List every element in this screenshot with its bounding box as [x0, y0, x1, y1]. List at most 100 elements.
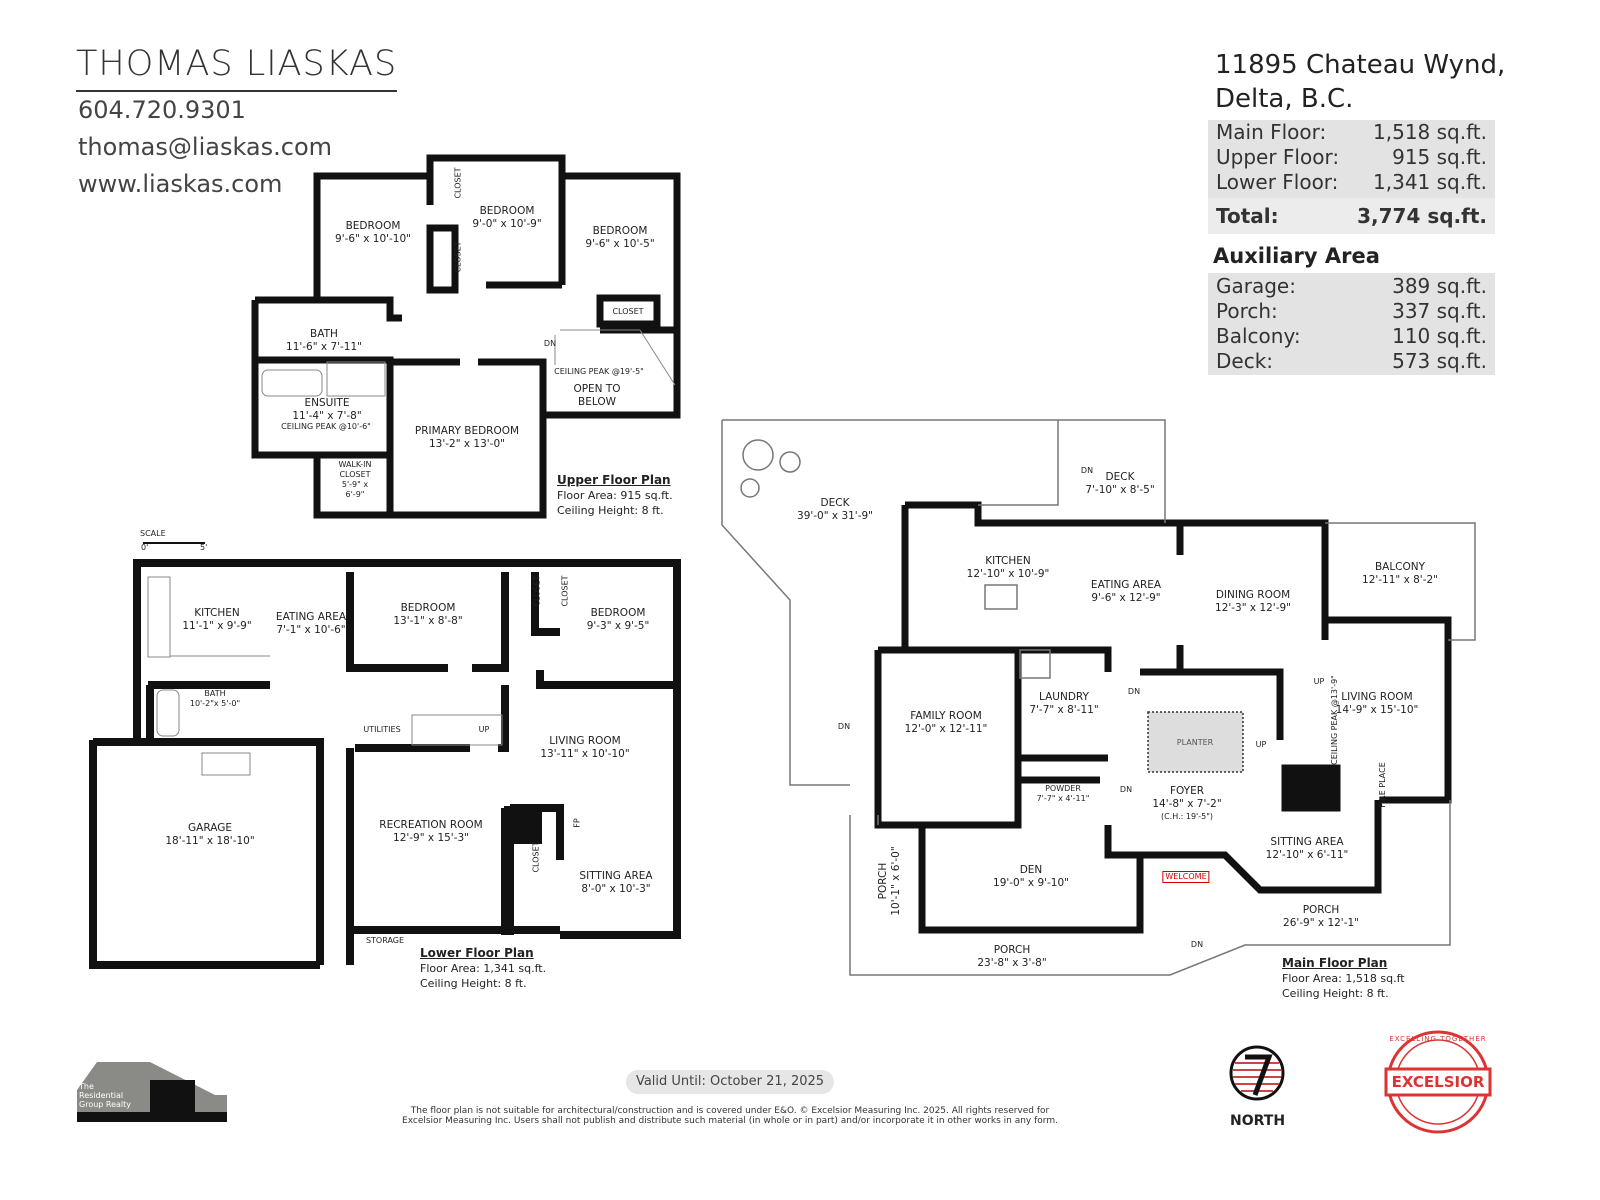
closet-label: CLOSET — [453, 167, 463, 199]
aux-label: Deck: — [1216, 349, 1274, 373]
stairs-down-label: DN — [837, 722, 851, 731]
room-name: OPEN TO BELOW — [573, 383, 621, 408]
stairs-down-label: DN — [1119, 785, 1133, 794]
stairs-up-label: UP — [1313, 677, 1325, 686]
agent-email[interactable]: thomas@liaskas.com — [78, 133, 333, 161]
scale-zero: 0' — [141, 543, 149, 552]
room-dimensions: 12'-10" x 6'-11" — [1265, 849, 1349, 861]
ceiling-peak-note: CEILING PEAK @10'-6" — [281, 422, 371, 431]
main-floor-walls — [874, 501, 1452, 934]
closet-label: CLOSET — [612, 307, 644, 316]
room-dimensions: 39'-0" x 31'-9" — [797, 510, 873, 522]
area-value: 1,341 sq.ft. — [1373, 170, 1487, 194]
stairs-down-label: DN — [543, 339, 557, 348]
room-dimensions: 18'-11" x 18'-10" — [165, 835, 255, 847]
area-row-total: Total:3,774 sq.ft. — [1208, 198, 1495, 234]
room-dimensions: 7'-10" x 8'-5" — [1085, 484, 1155, 496]
disclaimer: The floor plan is not suitable for archi… — [402, 1106, 1058, 1126]
room-dimensions: 10'-2"x 5'-0" — [189, 699, 241, 708]
address-line2: Delta, B.C. — [1215, 84, 1354, 114]
north-icon — [1229, 1045, 1285, 1101]
room-name: SITTING AREA — [1270, 836, 1344, 848]
aux-row-balcony: Balcony:110 sq.ft. — [1208, 324, 1495, 349]
area-label: Lower Floor: — [1216, 170, 1339, 194]
agent-website[interactable]: www.liaskas.com — [78, 170, 283, 198]
room-name: PORCH — [877, 862, 889, 900]
brokerage-logo-text: The Residential Group Realty — [79, 1082, 132, 1109]
room-name: ENSUITE — [304, 397, 350, 409]
room-name: KITCHEN — [985, 555, 1031, 567]
room-name: FOYER — [1169, 785, 1205, 797]
room-dimensions: 11'-6" x 7'-11" — [286, 341, 362, 353]
stairs-down-label: DN — [1190, 940, 1204, 949]
room-label: OPEN TO BELOW — [567, 383, 627, 409]
room-dimensions: 11'-1" x 9'-9" — [182, 620, 252, 632]
address-line1: 11895 Chateau Wynd, — [1215, 50, 1506, 80]
stairs-up-label: UP — [478, 725, 490, 734]
area-label: Main Floor: — [1216, 120, 1327, 144]
room-name: BEDROOM — [590, 607, 646, 619]
room-name: BEDROOM — [479, 205, 535, 217]
upper-floor-fixtures — [261, 329, 676, 397]
closet-label: CLOSET — [531, 841, 541, 873]
aux-label: Garage: — [1216, 274, 1296, 298]
aux-label: Porch: — [1216, 299, 1278, 323]
room-name: LAUNDRY — [1039, 691, 1089, 703]
room-dimensions: 11'-4" x 7'-8" — [292, 410, 362, 422]
utilities-label: UTILITIES — [363, 725, 401, 734]
planter-label: PLANTER — [1176, 738, 1214, 747]
room-name: GARAGE — [188, 822, 232, 834]
room-dimensions: 23'-8" x 3'-8" — [977, 957, 1047, 969]
excelsior-logo-seal — [1384, 1030, 1492, 1134]
room-dimensions: 7'-7" x 4'-11" — [1036, 794, 1090, 803]
agent-phone[interactable]: 604.720.9301 — [78, 96, 246, 124]
room-name: WALK-IN CLOSET — [338, 460, 372, 479]
aux-row-deck: Deck:573 sq.ft. — [1208, 349, 1495, 374]
room-name: BATH — [310, 328, 338, 340]
room-dimensions: 7'-7" x 8'-11" — [1029, 704, 1099, 716]
aux-row-porch: Porch:337 sq.ft. — [1208, 299, 1495, 324]
room-dimensions: 12'-11" x 8'-2" — [1362, 574, 1438, 586]
aux-value: 389 sq.ft. — [1392, 274, 1487, 298]
storage-label: STORAGE — [365, 936, 405, 945]
room-name: LIVING ROOM — [1341, 691, 1413, 703]
ceiling-height-note: (C.H.: 19'-5") — [1160, 812, 1214, 821]
room-dimensions: 19'-0" x 9'-10" — [993, 877, 1069, 889]
room-dimensions: 13'-11" x 10'-10" — [540, 748, 630, 760]
room-dimensions: 10'-1" x 6'-0" — [890, 846, 902, 916]
room-name: BEDROOM — [345, 220, 401, 232]
room-dimensions: 12'-10" x 10'-9" — [966, 568, 1050, 580]
scale-label: SCALE — [140, 529, 166, 538]
brokerage-logo — [77, 1062, 227, 1122]
fireplace-label: FIRE PLACE — [1377, 762, 1387, 808]
room-name: BATH — [204, 689, 226, 698]
welcome-mat: WELCOME — [1162, 871, 1210, 883]
excelsior-logo-text: EXCELSIOR — [1391, 1073, 1485, 1091]
fireplace-label: FP — [572, 818, 582, 828]
scale-five: 5' — [200, 543, 208, 552]
room-dimensions: 5'-9" x 6'-9" — [341, 480, 369, 499]
room-name: BEDROOM — [592, 225, 648, 237]
room-name: DECK — [820, 497, 850, 509]
